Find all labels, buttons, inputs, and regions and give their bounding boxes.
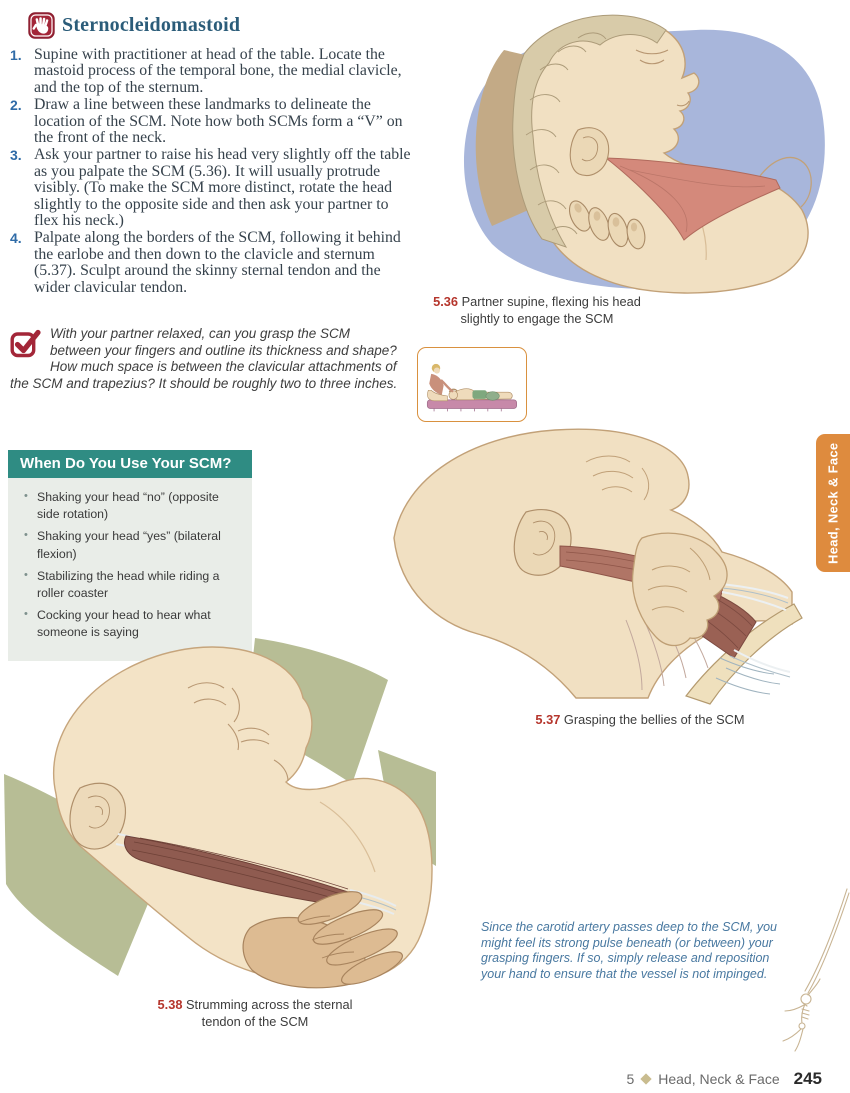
page-title: Sternocleidomastoid — [62, 14, 241, 36]
carotid-caution-note: Since the carotid artery passes deep to … — [481, 920, 777, 981]
palpation-steps: 1. Supine with practitioner at head of t… — [10, 46, 414, 297]
footer-section-title: Head, Neck & Face — [658, 1071, 780, 1087]
step-number: 1. — [10, 47, 22, 63]
step-text: Palpate along the borders of the SCM, fo… — [34, 229, 401, 296]
step-text: Draw a line between these landmarks to d… — [34, 96, 403, 147]
step-item: 3. Ask your partner to raise his head ve… — [10, 147, 414, 229]
box-bullet: Cocking your head to hear what someone i… — [22, 607, 242, 641]
step-number: 3. — [10, 147, 22, 164]
check-question-note: With your partner relaxed, can you grasp… — [10, 326, 402, 393]
check-note-text: With your partner relaxed, can you grasp… — [10, 326, 398, 392]
section-side-tab: Head, Neck & Face — [816, 434, 850, 572]
box-bullet: Shaking your head “yes” (bilateral flexi… — [22, 528, 242, 562]
thumbnail-illustration — [426, 363, 518, 412]
figure-caption-text: Strumming across the sternal tendon of t… — [186, 997, 353, 1030]
page-footer: 5 Head, Neck & Face 245 — [626, 1069, 822, 1089]
when-use-scm-box: When Do You Use Your SCM? Shaking your h… — [8, 450, 252, 661]
figure-number: 5.37 — [535, 712, 561, 727]
step-text: Supine with practitioner at head of the … — [34, 46, 402, 96]
figure-538-illustration — [4, 638, 436, 989]
figure-537-illustration — [393, 428, 803, 705]
step-text: Ask your partner to raise his head very … — [34, 146, 411, 230]
step-number: 2. — [10, 97, 22, 114]
step-item: 2. Draw a line between these landmarks t… — [10, 96, 414, 147]
skeleton-rope-sketch — [782, 888, 850, 1052]
figure-536-illustration — [463, 14, 825, 294]
section-header: Sternocleidomastoid — [28, 12, 240, 39]
figure-number: 5.38 — [157, 997, 183, 1012]
checkbox-check-icon — [10, 329, 41, 358]
step-number: 4. — [10, 230, 22, 247]
figure-caption-text: Partner supine, flexing his head slightl… — [460, 294, 641, 327]
figure-caption-text: Grasping the bellies of the SCM — [563, 712, 745, 727]
diamond-icon — [640, 1073, 652, 1085]
figure-537-caption: 5.37 Grasping the bellies of the SCM — [468, 711, 812, 728]
box-body: Shaking your head “no” (opposite side ro… — [8, 478, 252, 661]
box-bullet: Stabilizing the head while riding a roll… — [22, 568, 242, 602]
step-item: 1. Supine with practitioner at head of t… — [10, 46, 414, 96]
figure-number: 5.36 — [433, 294, 459, 309]
figure-538-caption: 5.38 Strumming across the sternal tendon… — [138, 996, 372, 1031]
step-item: 4. Palpate along the borders of the SCM,… — [10, 230, 414, 296]
figure-536-caption: 5.36 Partner supine, flexing his head sl… — [428, 293, 646, 328]
footer-page-number: 245 — [793, 1069, 822, 1088]
position-thumbnail — [417, 347, 527, 422]
box-bullet: Shaking your head “no” (opposite side ro… — [22, 489, 242, 523]
footer-chapter-number: 5 — [626, 1071, 635, 1087]
hand-icon — [28, 12, 55, 39]
box-title: When Do You Use Your SCM? — [8, 450, 252, 478]
